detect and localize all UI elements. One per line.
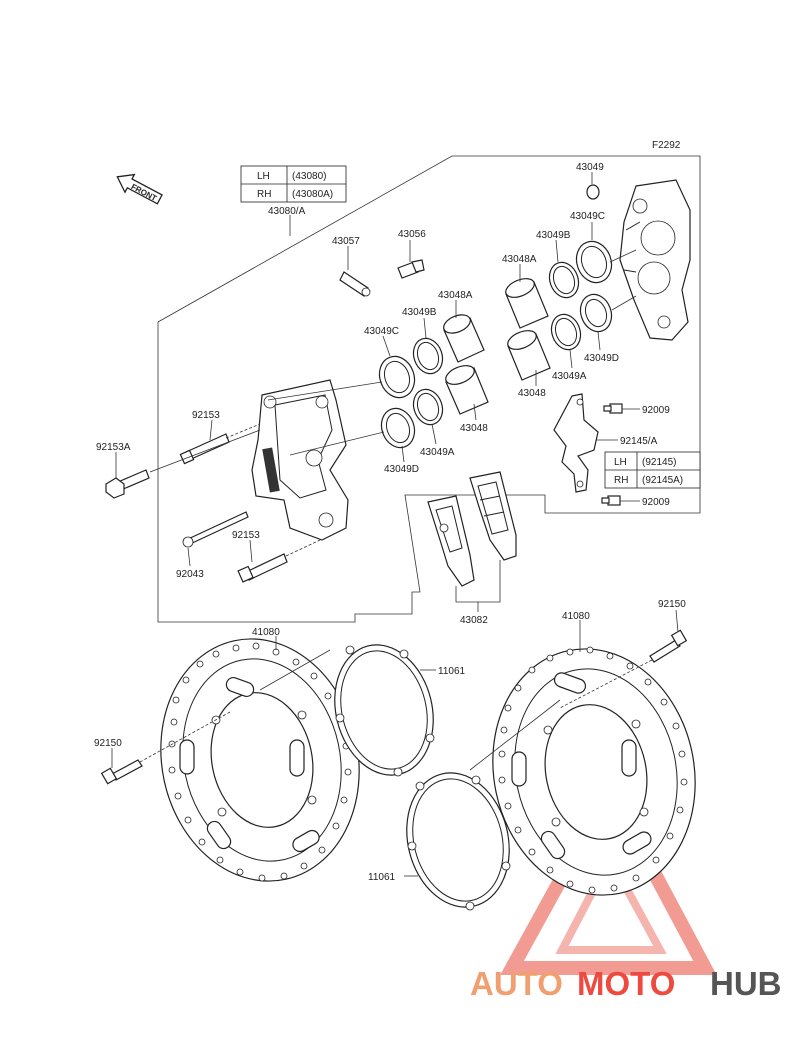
watermark-auto: AUTO bbox=[470, 965, 563, 1002]
gasket-upper bbox=[334, 644, 435, 777]
seal-b-right bbox=[548, 261, 580, 299]
callout-bolt-a: 92153A bbox=[96, 442, 131, 453]
callout-seal-d-right: 43049D bbox=[584, 353, 619, 364]
bolt-92153a bbox=[105, 469, 150, 499]
brake-disc-right bbox=[492, 646, 696, 896]
watermark-moto: MOTO bbox=[577, 965, 675, 1002]
caliper-table-side-rh: RH bbox=[257, 189, 271, 200]
bracket-table-side-rh: RH bbox=[614, 475, 628, 486]
piston-right bbox=[507, 330, 551, 381]
figure-code: F2292 bbox=[652, 140, 681, 151]
assembly-frame bbox=[157, 155, 701, 623]
pad-spring bbox=[339, 271, 371, 297]
callout-seal-c-right: 43049C bbox=[570, 211, 605, 222]
callout-piston-a-right: 43048A bbox=[502, 254, 537, 265]
watermark-text: AUTO MOTO HUB bbox=[470, 965, 782, 1002]
callout-seal-d-left: 43049D bbox=[384, 464, 419, 475]
bracket-table-part-lh: (92145) bbox=[642, 457, 676, 468]
caliper-table-side-lh: LH bbox=[257, 171, 270, 182]
pin-92043 bbox=[182, 511, 249, 548]
caliper-table-part-lh: (43080) bbox=[292, 171, 326, 182]
front-arrow-icon: FRONT bbox=[116, 173, 163, 205]
piston-a-left bbox=[443, 314, 485, 363]
watermark-hub: HUB bbox=[710, 965, 782, 1002]
bracket-92145 bbox=[553, 393, 599, 493]
callout-bracket: 92145/A bbox=[620, 436, 658, 447]
caliper-variant-table: LH (43080) RH (43080A) bbox=[240, 165, 347, 203]
piston-a-right bbox=[505, 278, 549, 329]
bracket-table-part-rh: (92145A) bbox=[642, 475, 683, 486]
disc-bolt-left bbox=[100, 759, 143, 785]
callout-bolt-upper: 92153 bbox=[192, 410, 220, 421]
caliper-body-right bbox=[619, 179, 691, 341]
bolt-92153-lower bbox=[237, 553, 288, 583]
callout-gasket-lower: 11061 bbox=[368, 872, 396, 883]
seal-d-left bbox=[380, 407, 416, 449]
callout-seal-b-right: 43049B bbox=[536, 230, 571, 241]
cap-43049 bbox=[586, 184, 600, 200]
callout-pin: 92043 bbox=[176, 569, 204, 580]
brake-pad-rear bbox=[469, 471, 517, 561]
piston-seal-left-b bbox=[412, 337, 444, 375]
callout-pad-spring: 43057 bbox=[332, 236, 360, 247]
seal-a-left bbox=[412, 388, 444, 426]
callout-bolt-disc-left: 92150 bbox=[94, 738, 122, 749]
callout-piston-left: 43048 bbox=[460, 423, 488, 434]
seal-d-right bbox=[579, 293, 613, 333]
brake-disc-left bbox=[160, 638, 360, 882]
callout-caliper-assy: 43080/A bbox=[268, 206, 306, 217]
seal-c-right bbox=[575, 240, 613, 284]
bolt-92153-upper bbox=[179, 433, 230, 465]
callout-seal-a-left: 43049A bbox=[420, 447, 455, 458]
brake-pad-front bbox=[427, 495, 475, 587]
callout-screw-upper: 92009 bbox=[642, 405, 670, 416]
callout-seal-a-right: 43049A bbox=[552, 371, 587, 382]
callout-bolt-disc-right: 92150 bbox=[658, 599, 686, 610]
piston-seal-left-c bbox=[378, 355, 416, 399]
callout-seal-c-left: 43049C bbox=[364, 326, 399, 337]
callout-screw-lower: 92009 bbox=[642, 497, 670, 508]
seal-a-right bbox=[550, 313, 582, 351]
caliper-table-part-rh: (43080A) bbox=[292, 189, 333, 200]
callout-disc-left: 41080 bbox=[252, 627, 280, 638]
gasket-lower bbox=[406, 772, 511, 911]
callout-pad-set: 43082 bbox=[460, 615, 488, 626]
bracket-variant-table: LH (92145) RH (92145A) bbox=[604, 451, 701, 489]
disc-bolt-right bbox=[649, 629, 688, 663]
callout-bleed-valve: 43056 bbox=[398, 229, 426, 240]
callout-bolt-lower: 92153 bbox=[232, 530, 260, 541]
piston-left bbox=[445, 365, 489, 415]
callout-seal-b-left: 43049B bbox=[402, 307, 437, 318]
callout-piston-right: 43048 bbox=[518, 388, 546, 399]
callout-piston-a-left: 43048A bbox=[438, 290, 473, 301]
callout-gasket-upper: 11061 bbox=[438, 666, 466, 677]
screw-92009-upper bbox=[603, 403, 623, 414]
callout-cap: 43049 bbox=[576, 162, 604, 173]
screw-92009-lower bbox=[601, 495, 621, 506]
bleed-valve bbox=[397, 259, 425, 279]
bracket-table-side-lh: LH bbox=[614, 457, 627, 468]
callout-disc-right: 41080 bbox=[562, 611, 590, 622]
caliper-body-left bbox=[251, 379, 349, 541]
